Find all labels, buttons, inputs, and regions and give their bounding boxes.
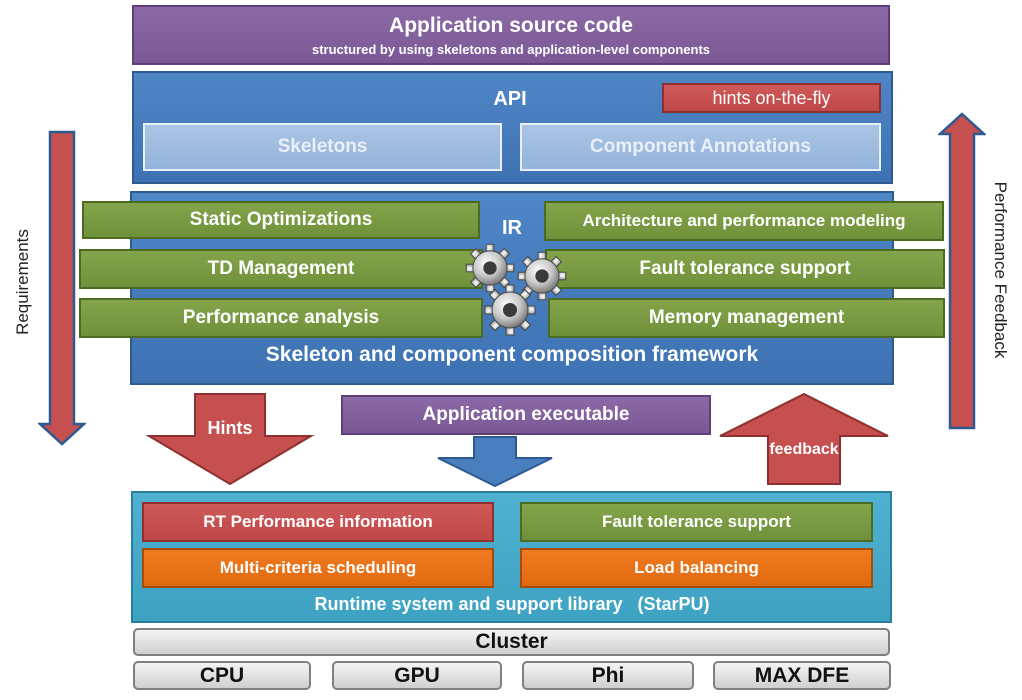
hints-label: Hints (207, 417, 253, 438)
requirements-label: Requirements (13, 229, 32, 335)
cluster-box: Cluster (133, 628, 890, 656)
application-executable-box: Application executable (341, 395, 711, 435)
gpu-box: GPU (332, 661, 502, 690)
runtime-system-title: Runtime system and support library (Star… (314, 593, 710, 614)
hints-on-the-fly-box: hints on-the-fly (662, 83, 881, 113)
executable-down-arrow (437, 436, 553, 488)
application-source-code-subtitle: structured by using skeletons and applic… (311, 42, 711, 57)
multi-criteria-scheduling-box: Multi-criteria scheduling (142, 548, 494, 588)
ir-label: IR (502, 216, 522, 239)
fault-tolerance-runtime-box: Fault tolerance support (520, 502, 873, 542)
application-source-code-title: Application source code (389, 14, 633, 37)
gears-icon (465, 243, 567, 336)
td-management-box: TD Management (79, 249, 483, 289)
memory-management-box: Memory management (548, 298, 945, 338)
performance-feedback-label: Performance Feedback (991, 181, 1010, 359)
load-balancing-box: Load balancing (520, 548, 873, 588)
hints-arrow (145, 393, 315, 486)
fault-tolerance-framework-box: Fault tolerance support (545, 249, 945, 289)
application-source-code-box: Application source code structured by us… (132, 5, 890, 65)
static-optimizations-box: Static Optimizations (82, 201, 480, 239)
performance-analysis-box: Performance analysis (79, 298, 483, 338)
rt-performance-information-box: RT Performance information (142, 502, 494, 542)
performance-feedback-label-wrap: Performance Feedback (986, 170, 1010, 370)
api-title: API (493, 87, 527, 110)
feedback-label: feedback (769, 441, 839, 458)
max-dfe-box: MAX DFE (713, 661, 891, 690)
requirements-arrow (38, 130, 86, 446)
skeletons-box: Skeletons (143, 123, 502, 171)
composition-framework-title: Skeleton and component composition frame… (265, 343, 759, 366)
cpu-box: CPU (133, 661, 311, 690)
component-annotations-box: Component Annotations (520, 123, 881, 171)
architecture-performance-modeling-box: Architecture and performance modeling (544, 201, 944, 241)
performance-feedback-arrow (938, 112, 986, 430)
requirements-label-wrap: Requirements (13, 217, 37, 347)
feedback-arrow (719, 392, 889, 485)
phi-box: Phi (522, 661, 694, 690)
